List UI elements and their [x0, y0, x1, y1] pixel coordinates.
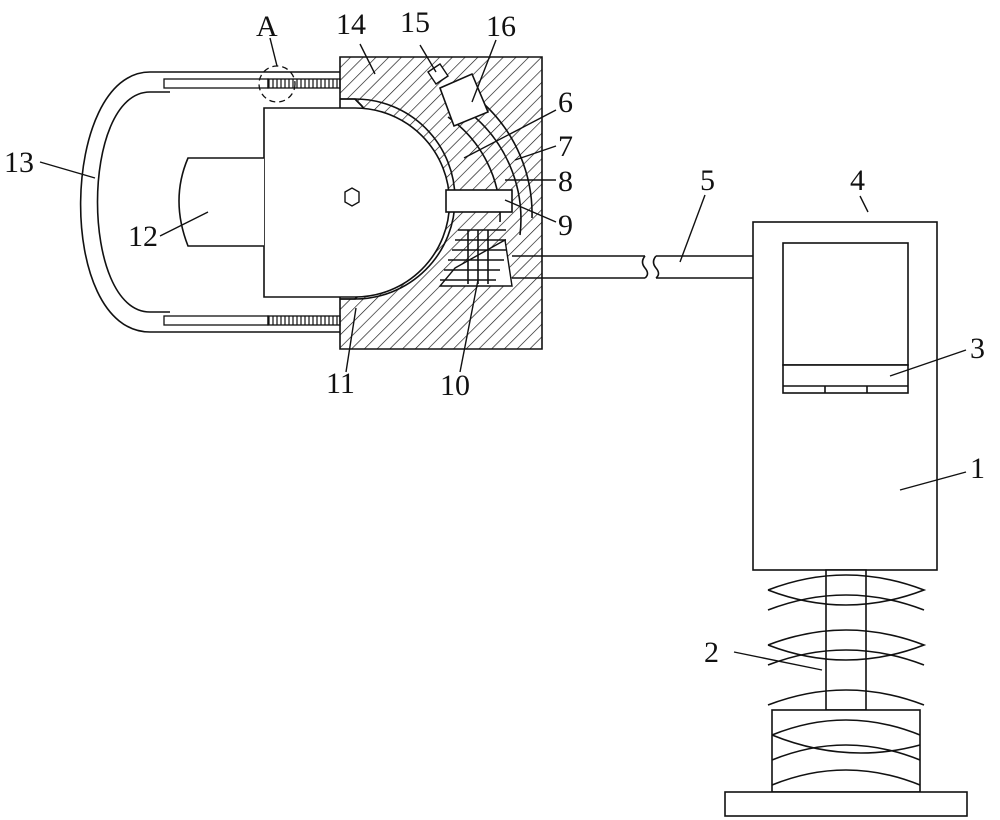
- connecting-arm: [512, 255, 783, 279]
- label-5: 5: [700, 164, 715, 197]
- label-9: 9: [558, 209, 573, 242]
- leader-lines: [39, 37, 967, 671]
- main-column: [752, 221, 938, 571]
- label-15: 15: [400, 6, 430, 39]
- label-2: 2: [704, 636, 719, 669]
- label-11: 11: [326, 367, 355, 400]
- label-3: 3: [970, 332, 985, 365]
- label-10: 10: [440, 369, 470, 402]
- inner-head: [263, 98, 456, 300]
- label-16: 16: [486, 10, 516, 43]
- label-7: 7: [558, 130, 573, 163]
- clamp-jaw: [178, 157, 264, 247]
- label-12: 12: [128, 220, 158, 253]
- gear-sector: [427, 63, 490, 128]
- push-rod: [445, 189, 513, 213]
- label-4: 4: [850, 164, 865, 197]
- spring-assembly: [724, 569, 968, 817]
- label-14: 14: [336, 8, 366, 41]
- label-6: 6: [558, 86, 573, 119]
- reference-labels: A 14 15 16 6 7 8 9 10 11 12 13 5 4 3 1 2: [4, 6, 985, 669]
- center-nut-icon: [344, 187, 360, 207]
- label-8: 8: [558, 165, 573, 198]
- label-A: A: [256, 10, 278, 43]
- u-frame: [79, 71, 340, 333]
- label-1: 1: [970, 452, 985, 485]
- label-13: 13: [4, 146, 34, 179]
- slider-stack: [440, 229, 506, 284]
